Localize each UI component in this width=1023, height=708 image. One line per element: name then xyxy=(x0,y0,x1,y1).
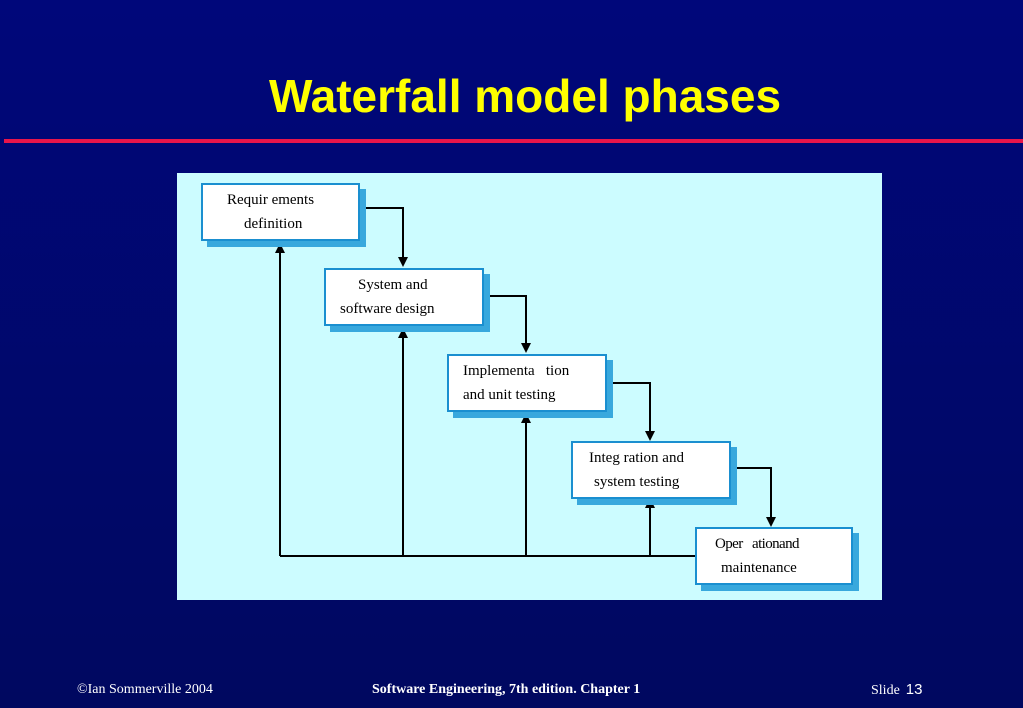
footer-slide-indicator: Slide 13 xyxy=(871,681,922,700)
phase-implementation-unit-testing: Implementa tion and unit testing xyxy=(447,354,607,412)
phase-line: system testing xyxy=(594,474,680,490)
flow-arrow-2 xyxy=(484,295,531,353)
slide-label: Slide xyxy=(871,683,900,698)
phase-line: Oper ationand xyxy=(715,536,799,552)
phase-operation-maintenance: Oper ationand maintenance xyxy=(695,527,853,585)
flow-arrow-4 xyxy=(731,467,776,527)
flow-arrow-1 xyxy=(360,207,408,267)
phase-line: and unit testing xyxy=(463,387,556,403)
slide-title: Waterfall model phases xyxy=(268,70,782,122)
title-divider xyxy=(4,139,1023,143)
phase-integration-system-testing: Integ ration and system testing xyxy=(571,441,731,499)
phase-requirements-definition: Requir ements definition xyxy=(201,183,360,241)
phase-line: Integ ration and xyxy=(589,450,684,466)
slide-number: 13 xyxy=(905,681,923,698)
phase-line: definition xyxy=(244,216,303,232)
phase-line: System and xyxy=(358,277,428,293)
phase-line: Implementa tion xyxy=(463,363,570,379)
phase-line: Requir ements xyxy=(227,192,315,208)
waterfall-diagram: Requir ements definition System and soft… xyxy=(177,173,882,600)
phase-system-software-design: System and software design xyxy=(324,268,484,326)
phase-line: maintenance xyxy=(721,560,797,576)
footer-copyright: ©Ian Sommerville 2004 xyxy=(77,682,213,697)
diagram-connectors xyxy=(275,207,776,557)
footer-book-title: Software Engineering, 7th edition. Chapt… xyxy=(372,682,641,697)
phase-line: software design xyxy=(340,301,435,317)
flow-arrow-3 xyxy=(607,382,655,441)
